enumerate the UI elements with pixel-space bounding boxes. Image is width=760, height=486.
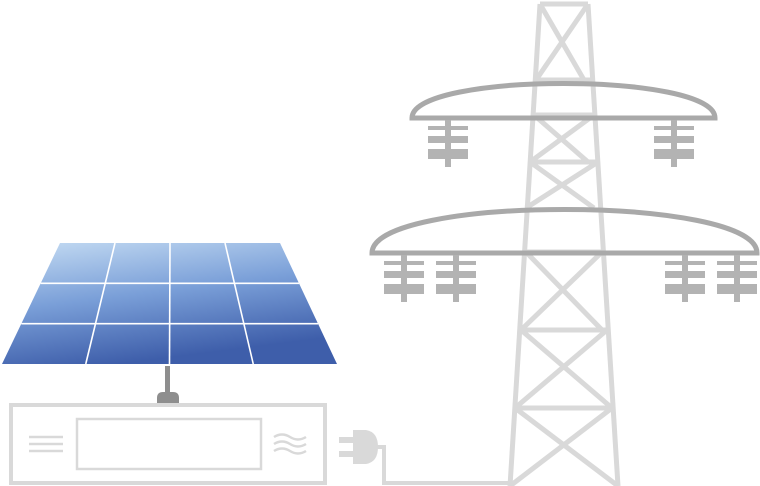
ac-output-symbol-icon xyxy=(273,433,307,455)
plug-prong-top xyxy=(339,437,354,443)
plug-prong-bottom xyxy=(339,451,354,457)
panel-grid-line-vertical xyxy=(168,242,171,365)
transmission-tower-icon xyxy=(507,1,621,486)
plug-cable xyxy=(377,445,512,485)
tower-top-bracing xyxy=(524,2,600,211)
panel-grid-line-vertical xyxy=(224,242,255,365)
insulator-group xyxy=(384,120,757,302)
insulator-icon xyxy=(654,120,694,167)
panel-mount-pole xyxy=(165,366,170,396)
dc-input-symbol-icon xyxy=(29,435,63,453)
upper-cross-arm xyxy=(409,81,718,121)
insulator-icon xyxy=(436,255,476,302)
plug-body xyxy=(353,430,378,464)
tower-cross-arms xyxy=(369,81,760,256)
insulator-icon xyxy=(428,120,468,167)
lower-cross-arm xyxy=(369,207,760,256)
insulator-icon xyxy=(717,255,757,302)
panel-grid-line-vertical xyxy=(84,242,116,365)
inverter-body xyxy=(9,403,327,485)
inverter-icon xyxy=(9,403,327,485)
inverter-display xyxy=(75,417,263,471)
power-plug-icon xyxy=(339,430,512,485)
panel-cell-grid xyxy=(21,242,318,365)
insulator-icon xyxy=(384,255,424,302)
panel-mount-base xyxy=(157,392,179,404)
solar-panel-icon xyxy=(2,242,337,404)
insulator-icon xyxy=(665,255,705,302)
tower-lower-bracing xyxy=(508,249,620,486)
